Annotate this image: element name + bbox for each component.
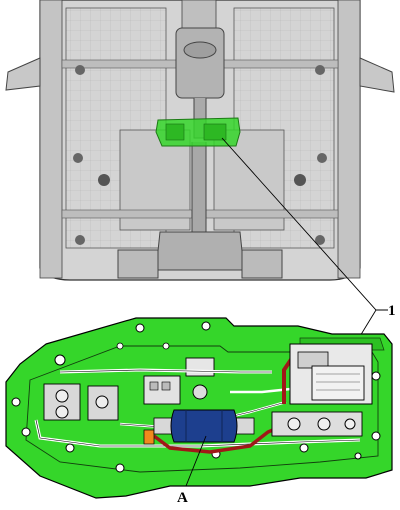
component-a [153,409,255,443]
highlighted-component-location [155,117,241,147]
component-detail [5,317,393,499]
callout-label-1: 1 [388,303,396,319]
leader-line-a [185,435,207,487]
vehicle-underbody [5,0,395,281]
callout-label-a: A [177,490,188,506]
